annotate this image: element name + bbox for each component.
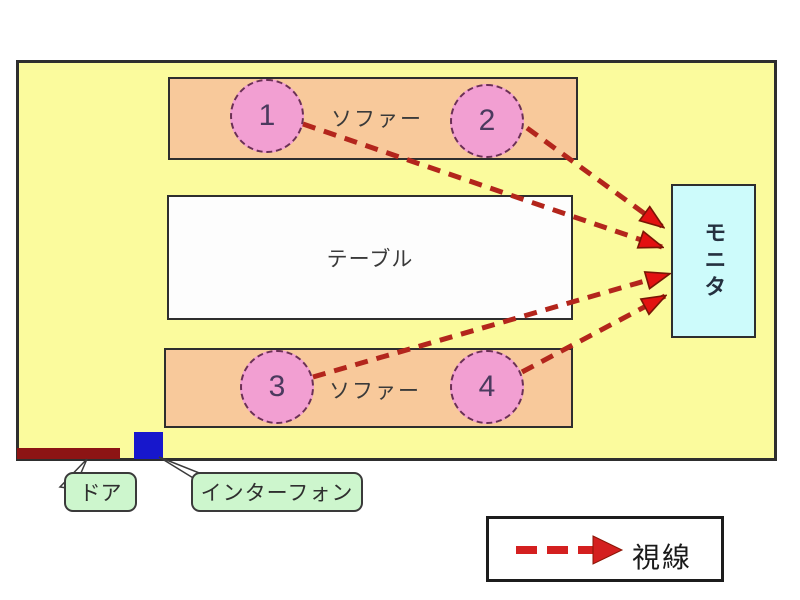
intercom-callout-label: インターフォン	[200, 482, 354, 505]
sofa-bottom-label: ソファー	[329, 380, 421, 403]
intercom	[134, 432, 163, 459]
legend-label: 視線	[632, 542, 693, 573]
seat-2: 2	[450, 84, 524, 158]
seat-2-number: 2	[478, 104, 496, 137]
monitor: モニタ	[671, 184, 756, 338]
seat-4-number: 4	[478, 370, 496, 403]
table: テーブル	[167, 195, 573, 320]
table-label: テーブル	[326, 247, 414, 271]
door-callout-label: ドア	[79, 482, 122, 505]
sofa-top-label: ソファー	[331, 108, 423, 131]
seat-3-number: 3	[268, 370, 286, 403]
seat-1-number: 1	[258, 99, 276, 132]
seat-1: 1	[230, 79, 304, 153]
monitor-label: モニタ	[701, 220, 727, 302]
seat-3: 3	[240, 350, 314, 424]
seat-4: 4	[450, 350, 524, 424]
intercom-callout: インターフォン	[191, 472, 363, 512]
door	[17, 448, 120, 459]
door-callout: ドア	[64, 472, 137, 512]
